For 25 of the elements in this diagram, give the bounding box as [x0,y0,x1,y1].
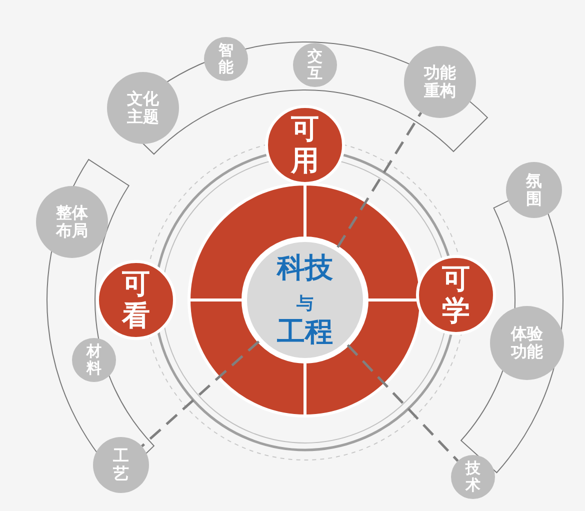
topic-label: 整体布局 [55,204,89,240]
topic-circle [451,455,495,499]
dashed-line [141,340,260,448]
category-label: 可学 [441,262,471,328]
topic-circle [293,43,337,87]
topic-label: 工艺 [112,446,130,484]
topic-label: 智能 [218,42,234,76]
topic-label: 氛围 [525,172,543,208]
topic-label: 技术 [464,460,482,494]
category-circle [96,260,176,340]
topic-label: 体验功能 [510,324,544,362]
dashed-line [346,344,459,462]
topic-circle [404,46,476,118]
topic-circle [72,338,116,382]
topic-label: 交互 [306,48,324,82]
topic-circle [93,437,149,493]
category-label: 可看 [121,268,151,332]
category-label: 可用 [290,112,320,178]
topic-circle [490,306,564,380]
topic-label: 文化主题 [126,90,160,126]
center-title: 科技与工程 [277,252,333,348]
dashed-line [336,112,422,248]
topic-circle [204,37,248,81]
topic-label: 材料 [86,342,102,378]
topic-label: 功能重构 [423,64,457,100]
